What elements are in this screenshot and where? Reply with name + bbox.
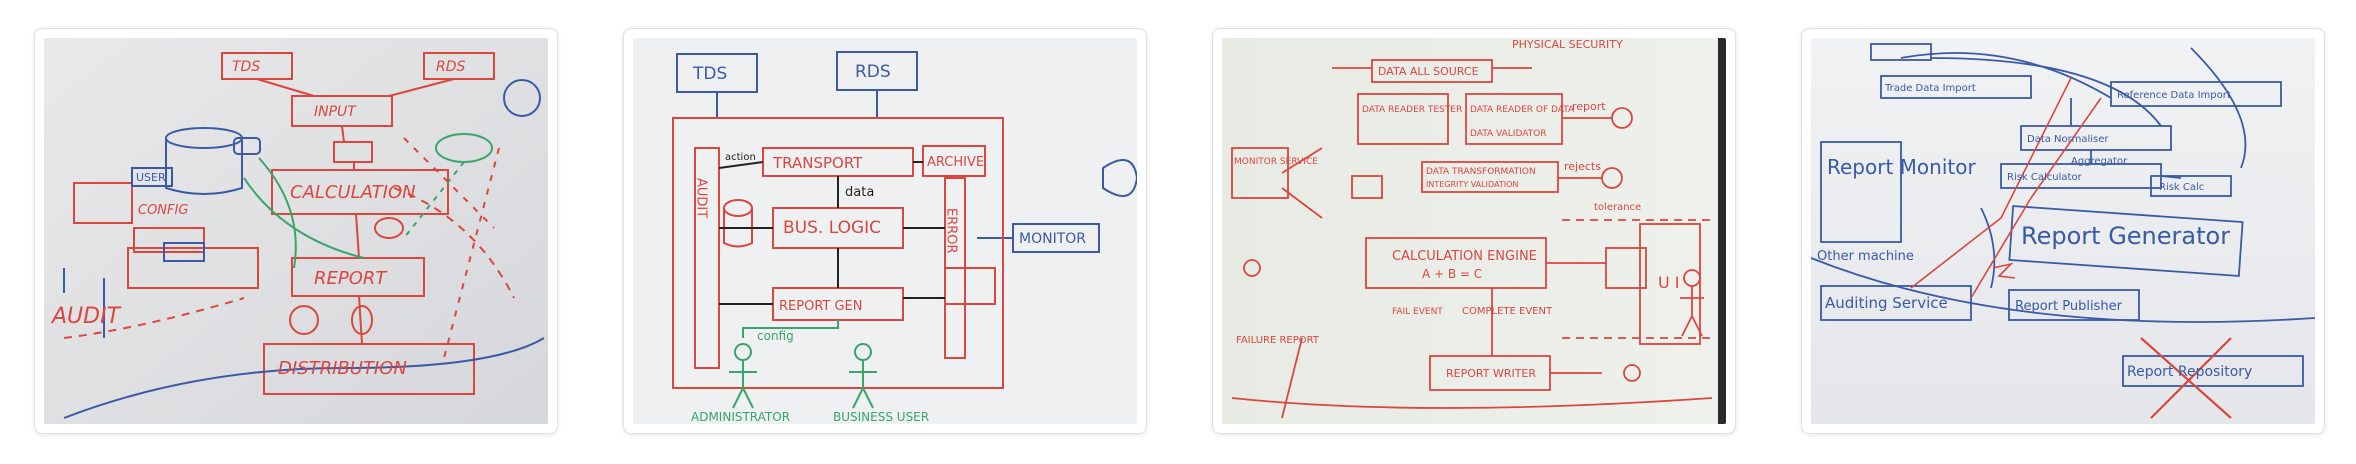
label-input: INPUT	[314, 104, 357, 120]
label-validation: INTEGRITY VALIDATION	[1426, 180, 1518, 189]
label-monitor-service: MONITOR SERVICE	[1234, 157, 1318, 167]
label-formula: A + B = C	[1422, 267, 1482, 281]
label-failure-report: FAILURE REPORT	[1236, 335, 1320, 346]
label-transport: TRANSPORT	[772, 154, 863, 172]
label-fail-event: FAIL EVENT	[1392, 307, 1443, 317]
photo-card-1[interactable]: TDS RDS INPUT CALCULATION REPORT AUDIT D…	[34, 28, 558, 434]
whiteboard-photo-1[interactable]: TDS RDS INPUT CALCULATION REPORT AUDIT D…	[44, 38, 548, 424]
label-audit: AUDIT	[694, 178, 709, 218]
label-business-user: BUSINESS USER	[833, 410, 929, 424]
label-data-reader-of-data: DATA READER OF DATA	[1470, 105, 1575, 115]
label-data-transformation: DATA TRANSFORMATION	[1426, 167, 1536, 177]
label-risk-calc: Risk Calc	[2159, 182, 2204, 193]
whiteboard-photo-4[interactable]: Trade Data Import Reference Data Import …	[1811, 38, 2315, 424]
label-data-validator: DATA VALIDATOR	[1470, 129, 1547, 139]
label-archive: ARCHIVE	[927, 155, 984, 170]
label-reference-data-import: Reference Data Import	[2117, 90, 2231, 101]
label-report-generator: Report Generator	[2021, 222, 2230, 250]
whiteboard-sketch-3: PHYSICAL SECURITY DATA ALL SOURCE DATA R…	[1222, 38, 1726, 424]
label-tds: TDS	[232, 59, 260, 75]
label-calculation: CALCULATION	[290, 182, 416, 203]
label-distribution: DISTRIBUTION	[278, 358, 407, 379]
label-risk-calculator: Risk Calculator	[2007, 172, 2083, 183]
label-data: data	[845, 185, 874, 200]
label-config: CONFIG	[138, 203, 188, 218]
whiteboard-sketch-2: TDS RDS MONITOR TRANSPORT ARCHIVE BUS. L…	[633, 38, 1137, 424]
label-rds: RDS	[855, 62, 891, 82]
label-monitor: MONITOR	[1019, 231, 1086, 247]
label-ui: U I	[1658, 273, 1680, 292]
label-physical-security: PHYSICAL SECURITY	[1512, 38, 1623, 51]
whiteboard-sketch-4: Trade Data Import Reference Data Import …	[1811, 38, 2315, 424]
label-report: REPORT	[314, 268, 388, 289]
label-report-publisher: Report Publisher	[2015, 299, 2123, 314]
label-complete-event: COMPLETE EVENT	[1462, 306, 1553, 317]
photo-card-3[interactable]: PHYSICAL SECURITY DATA ALL SOURCE DATA R…	[1212, 28, 1736, 434]
label-action: action	[725, 152, 756, 163]
label-auditing-service: Auditing Service	[1825, 294, 1948, 312]
label-administrator: ADMINISTRATOR	[691, 410, 790, 424]
label-report-repository: Report Repository	[2127, 364, 2252, 380]
whiteboard-photo-3[interactable]: PHYSICAL SECURITY DATA ALL SOURCE DATA R…	[1222, 38, 1726, 424]
label-tds: TDS	[692, 64, 727, 84]
label-report-writer: REPORT WRITER	[1446, 367, 1536, 380]
label-other-machine: Other machine	[1817, 249, 1914, 264]
label-error: ERROR	[944, 208, 959, 254]
label-bus-logic: BUS. LOGIC	[783, 218, 881, 238]
label-trade-data-import: Trade Data Import	[1884, 83, 1976, 94]
photo-card-4[interactable]: Trade Data Import Reference Data Import …	[1801, 28, 2325, 434]
label-rds: RDS	[436, 59, 466, 75]
photo-card-2[interactable]: TDS RDS MONITOR TRANSPORT ARCHIVE BUS. L…	[623, 28, 1147, 434]
label-audit: AUDIT	[50, 304, 122, 329]
label-calculation-engine: CALCULATION ENGINE	[1392, 249, 1537, 264]
label-data-normaliser: Data Normaliser	[2027, 134, 2109, 145]
label-config: config	[757, 329, 794, 343]
label-data-reader-tester: DATA READER TESTER	[1362, 105, 1462, 115]
whiteboard-sketch-1: TDS RDS INPUT CALCULATION REPORT AUDIT D…	[44, 38, 548, 424]
label-report-monitor: Report Monitor	[1827, 155, 1976, 179]
label-tolerance: tolerance	[1594, 202, 1641, 213]
whiteboard-photo-2[interactable]: TDS RDS MONITOR TRANSPORT ARCHIVE BUS. L…	[633, 38, 1137, 424]
label-report: report	[1572, 100, 1606, 113]
label-aggregator: Aggregator	[2071, 156, 2128, 167]
label-rejects: rejects	[1564, 160, 1601, 173]
label-report-gen: REPORT GEN	[779, 299, 863, 314]
label-user: USER	[136, 171, 166, 184]
label-data-all-source: DATA ALL SOURCE	[1378, 65, 1479, 78]
